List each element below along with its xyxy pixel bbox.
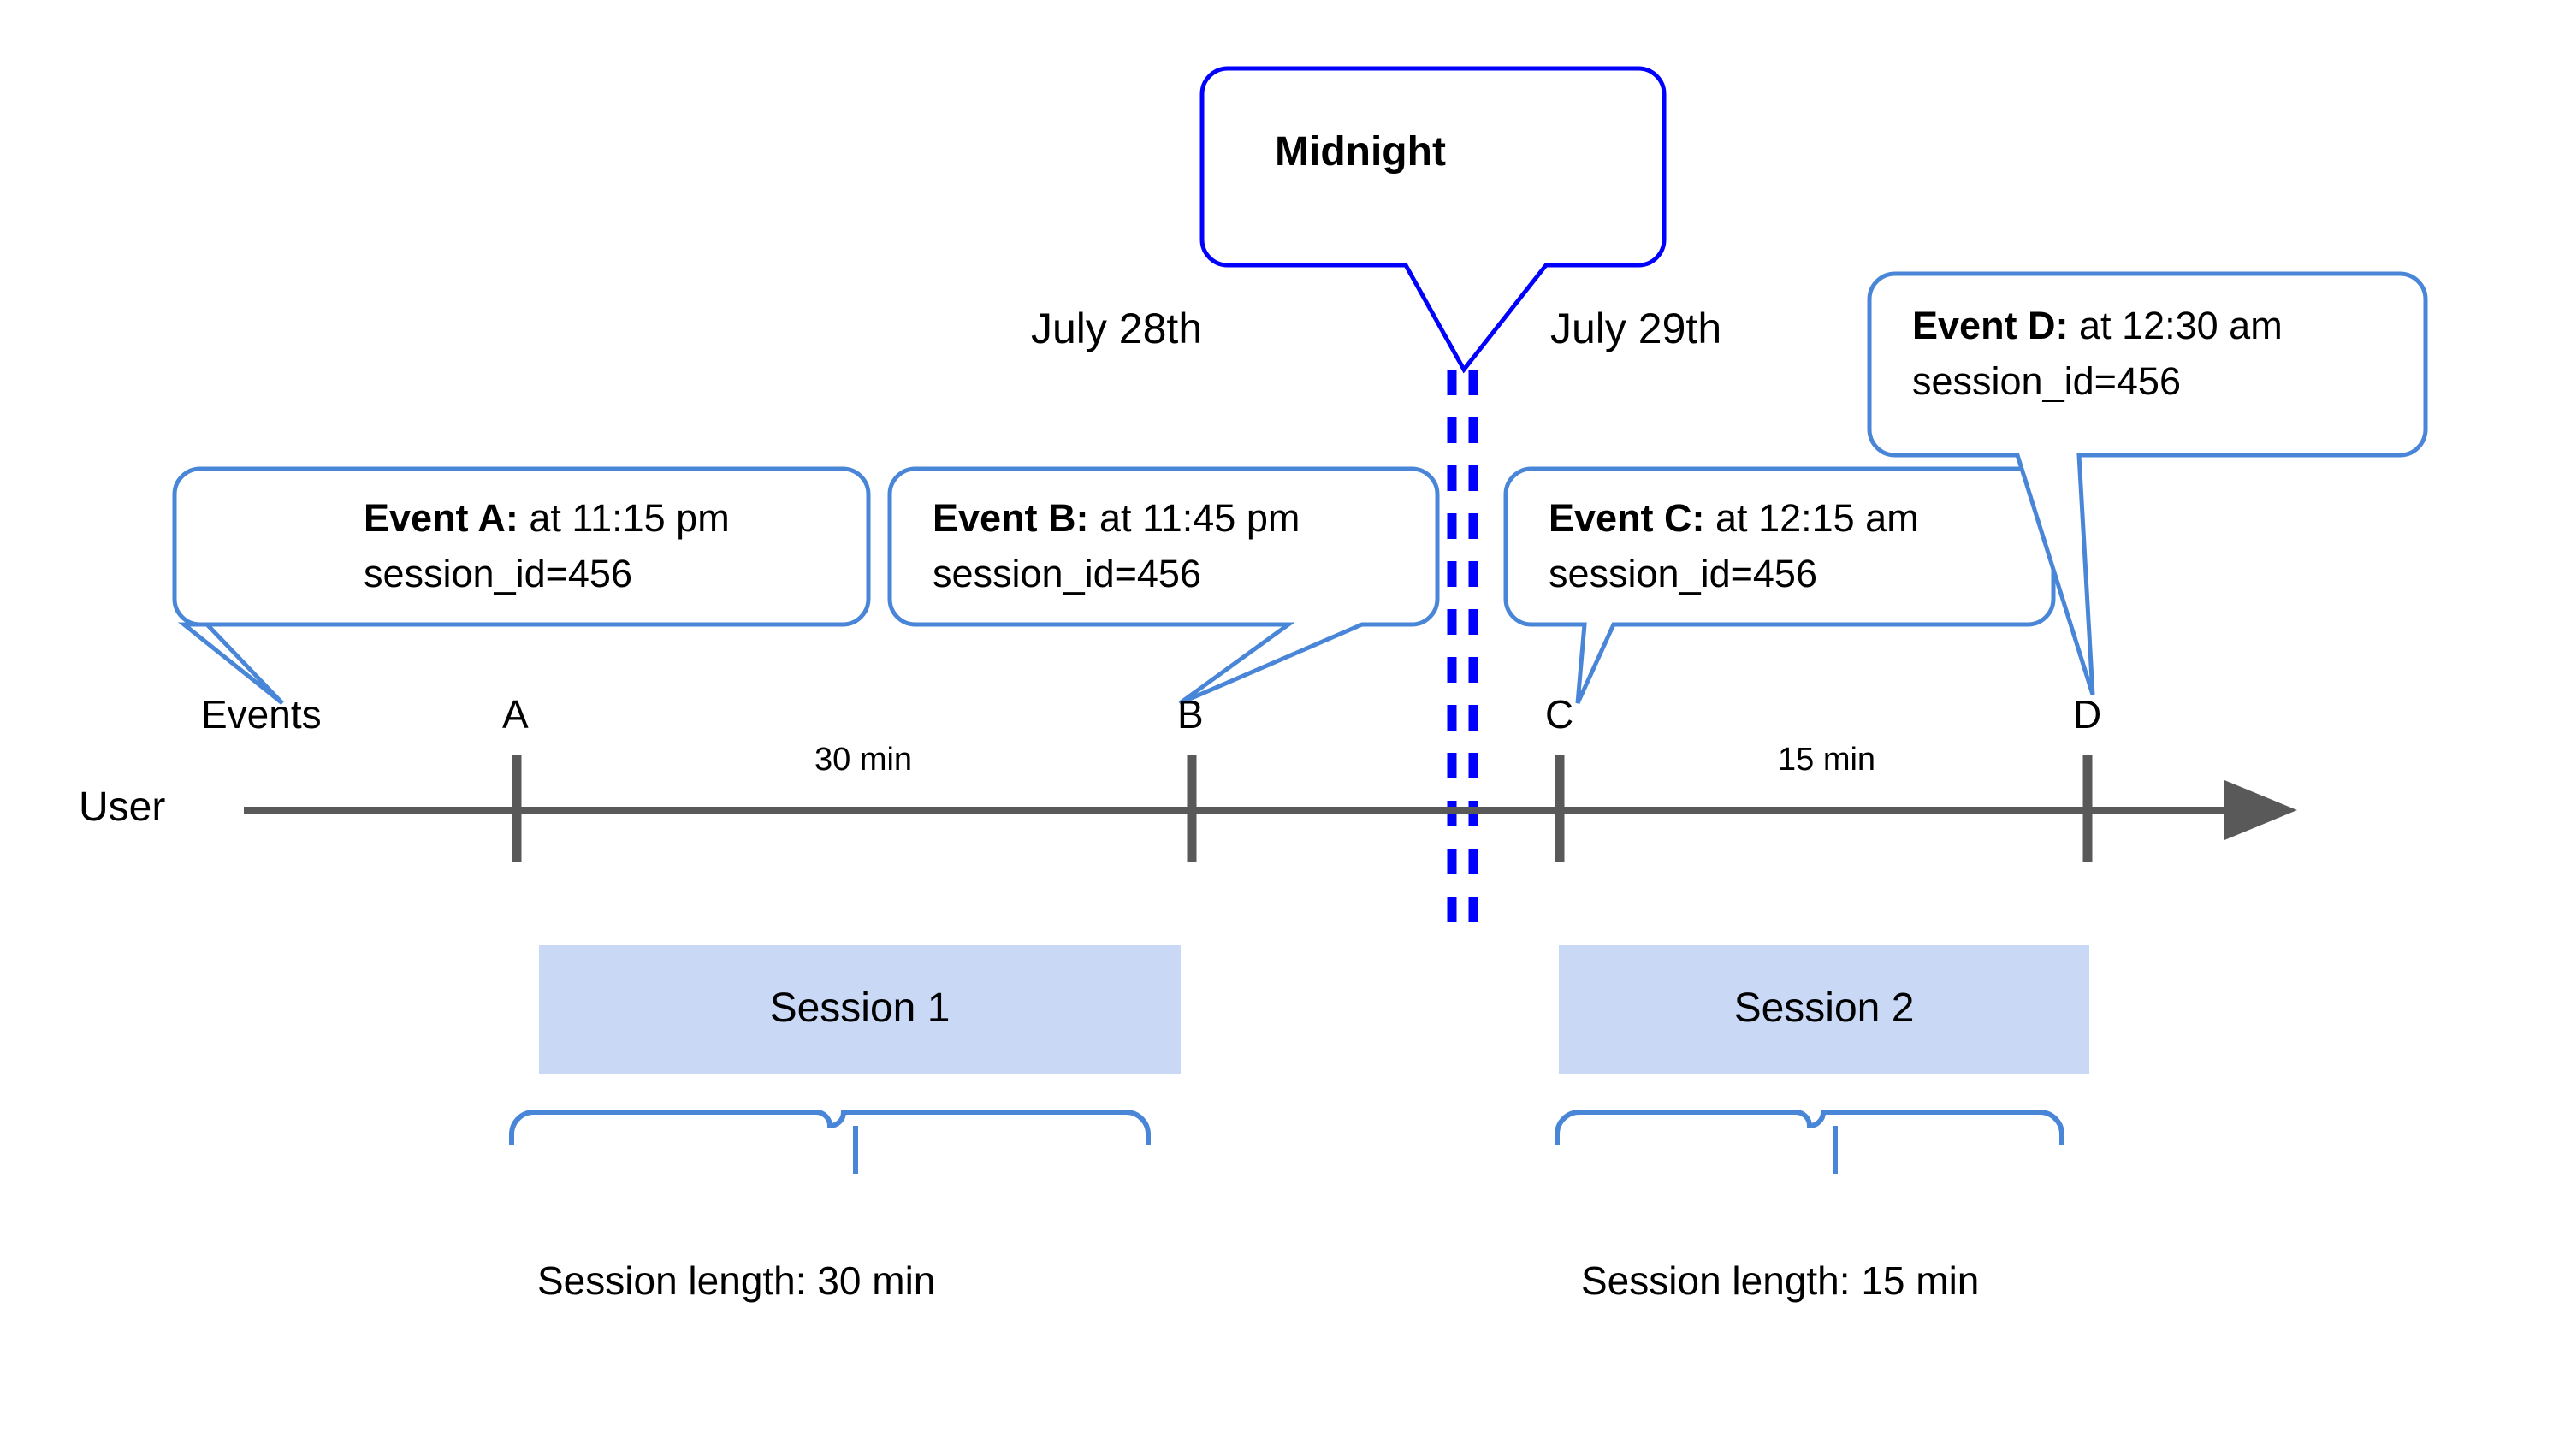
midnight-dashed-lines (1447, 370, 1478, 928)
event-c-callout-line2: session_id=456 (1549, 552, 1817, 595)
timeline-ticks (512, 755, 2093, 862)
event-b-callout-line2: session_id=456 (933, 552, 1201, 595)
session-2-label: Session 2 (1733, 985, 1915, 1031)
date-label-july-28: July 28th (1031, 305, 1203, 352)
event-d-callout-line1: Event D: at 12:30 am (1912, 304, 2283, 348)
event-a-detail: at 11:15 pm (518, 496, 730, 540)
midnight-label: Midnight (1275, 129, 1446, 175)
event-d-callout-line2: session_id=456 (1912, 359, 2181, 403)
session-2-brace (1555, 1110, 2064, 1174)
midnight-callout-shape (1199, 66, 1667, 374)
event-d-detail: at 12:30 am (2068, 304, 2283, 347)
session-2-length-label: Session length: 15 min (1581, 1258, 1980, 1303)
events-row-label: Events (201, 692, 322, 737)
event-a-name: Event A: (364, 496, 518, 540)
tick-label-a: A (502, 692, 529, 737)
event-a-callout-line1: Event A: at 11:15 pm (364, 496, 730, 541)
event-b-name: Event B: (933, 496, 1089, 540)
event-c-callout-line1: Event C: at 12:15 am (1549, 496, 1919, 541)
event-c-name: Event C: (1549, 496, 1705, 540)
event-b-callout-line1: Event B: at 11:45 pm (933, 496, 1300, 541)
event-d-callout-shape (1867, 271, 2428, 695)
tick-label-d: D (2073, 692, 2102, 737)
event-d-name: Event D: (1912, 304, 2069, 347)
tick-label-c: C (1545, 692, 1574, 737)
session-2-box: Session 2 (1559, 945, 2089, 1074)
event-a-callout-line2: session_id=456 (364, 552, 632, 595)
gap-label-15-min: 15 min (1778, 742, 1876, 778)
date-label-july-29: July 29th (1550, 305, 1722, 352)
session-1-brace (509, 1110, 1151, 1174)
session-1-box: Session 1 (539, 945, 1181, 1074)
user-row-label: User (79, 784, 166, 830)
session-1-length-label: Session length: 30 min (537, 1258, 936, 1303)
event-b-detail: at 11:45 pm (1088, 496, 1300, 540)
timeline-axis (244, 780, 2297, 840)
event-b-callout-shape (887, 466, 1440, 706)
event-a-callout-shape (172, 466, 871, 705)
event-c-detail: at 12:15 am (1704, 496, 1919, 540)
gap-label-30-min: 30 min (814, 742, 913, 778)
tick-label-b: B (1177, 692, 1204, 737)
session-1-label: Session 1 (769, 985, 951, 1031)
